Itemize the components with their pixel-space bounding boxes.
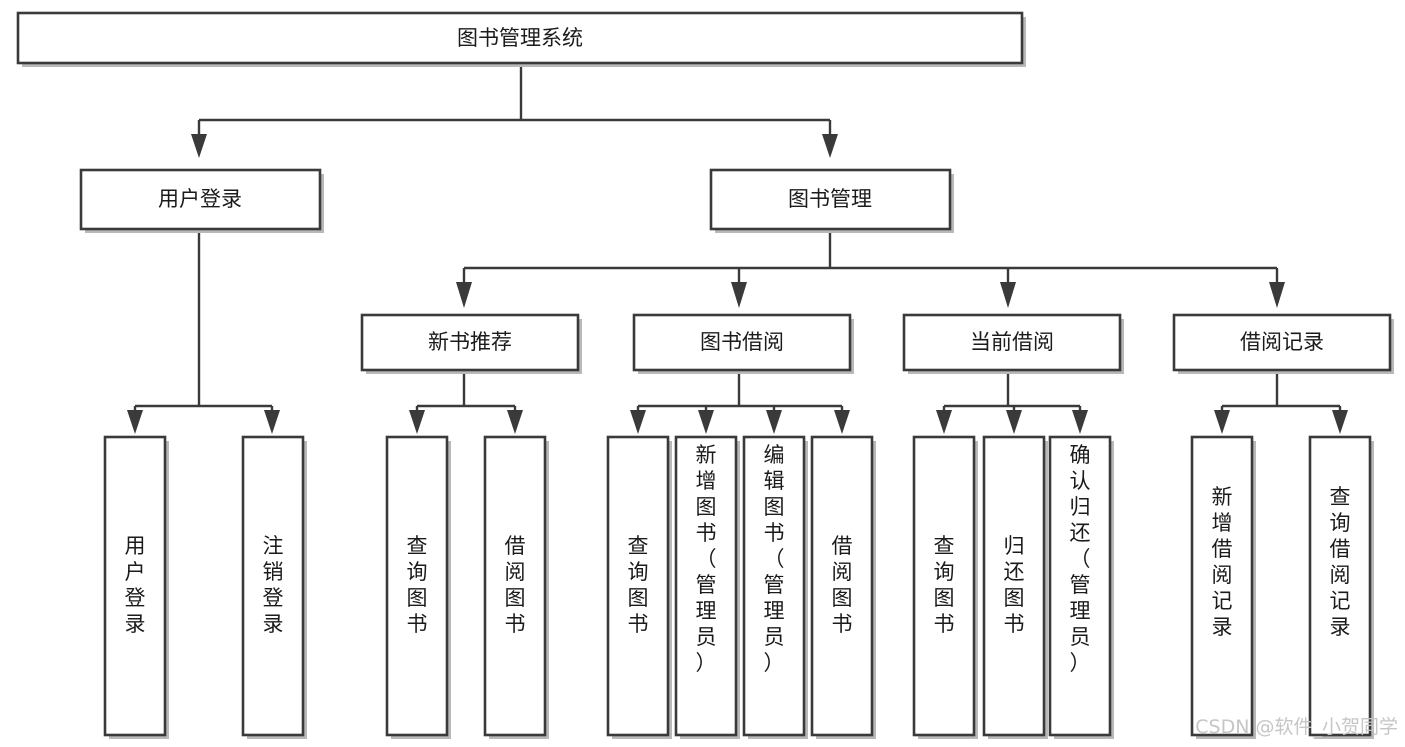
node-bookmgmt[interactable]: 图书管理 (709, 168, 954, 233)
arrow-to-bw-borrow (834, 410, 850, 434)
arrow-to-borrow (731, 282, 747, 308)
node-leaf-bw-query-label: 查询图书 (628, 534, 649, 636)
node-leaf-user-logout-label: 注销登录 (263, 534, 284, 636)
node-login[interactable]: 用户登录 (79, 168, 324, 233)
node-records-label: 借阅记录 (1240, 330, 1324, 354)
arrow-to-rec-query (1332, 410, 1348, 434)
node-leaf-bw-add-label: 新增图书（管理员） (696, 443, 717, 675)
node-leaf-bw-add[interactable]: 新增图书（管理员） (674, 435, 740, 739)
node-root-box (16, 11, 1024, 65)
node-leaf-user-logout[interactable]: 注销登录 (241, 435, 307, 739)
node-leaf-rec-add[interactable]: 新增借阅记录 (1190, 435, 1256, 739)
node-current-label: 当前借阅 (970, 330, 1054, 354)
arrow-to-cur-return (1006, 410, 1022, 434)
arrow-to-nb-query (409, 410, 425, 434)
node-root[interactable]: 图书管理系统 (16, 11, 1026, 67)
node-leaf-user-login[interactable]: 用户登录 (103, 435, 169, 739)
node-borrow[interactable]: 图书借阅 (632, 313, 854, 374)
node-bookmgmt-label: 图书管理 (788, 187, 872, 211)
node-login-box (79, 168, 322, 231)
node-leaf-rec-query-label: 查询借阅记录 (1330, 485, 1351, 639)
node-records[interactable]: 借阅记录 (1172, 313, 1394, 374)
arrow-to-cur-confirm (1072, 410, 1088, 434)
node-leaf-bw-borrow[interactable]: 借阅图书 (810, 435, 876, 739)
node-leaf-user-login-label: 用户登录 (125, 534, 146, 636)
node-leaf-user-login-box (103, 435, 167, 737)
node-leaf-nb-query-box (385, 435, 449, 737)
edge-group-bookmgmt-to-level3 (456, 233, 1285, 308)
edge-group-records-to-leaves (1214, 374, 1348, 434)
node-leaf-bw-edit-label: 编辑图书（管理员） (764, 443, 785, 675)
node-current[interactable]: 当前借阅 (902, 313, 1124, 374)
node-records-box (1172, 313, 1392, 372)
node-leaf-bw-borrow-label: 借阅图书 (832, 534, 853, 636)
node-leaf-rec-add-label: 新增借阅记录 (1212, 485, 1233, 639)
node-leaf-rec-add-box (1190, 435, 1254, 737)
node-leaf-bw-edit-box (742, 435, 806, 737)
node-leaf-bw-query[interactable]: 查询图书 (606, 435, 672, 739)
node-borrow-box (632, 313, 852, 372)
edge-group-borrow-to-leaves (630, 374, 850, 434)
arrow-to-rec-add (1214, 410, 1230, 434)
arrow-to-bw-query (630, 410, 646, 434)
node-leaf-cur-confirm[interactable]: 确认归还（管理员） (1048, 435, 1114, 739)
edge-group-current-to-leaves (936, 374, 1088, 434)
node-newbook-label: 新书推荐 (428, 330, 512, 354)
node-leaf-cur-return-label: 归还图书 (1004, 534, 1025, 636)
node-leaf-nb-borrow[interactable]: 借阅图书 (483, 435, 549, 739)
arrow-to-bw-edit (766, 410, 782, 434)
node-current-box (902, 313, 1122, 372)
arrow-to-current (1000, 282, 1016, 308)
node-leaf-nb-borrow-label: 借阅图书 (505, 534, 526, 636)
node-leaf-nb-query[interactable]: 查询图书 (385, 435, 451, 739)
node-leaf-cur-query-box (912, 435, 976, 737)
node-newbook-box (360, 313, 580, 372)
csdn-watermark: CSDN @软件_小贺同学 (1195, 716, 1398, 738)
node-leaf-rec-query-box (1308, 435, 1372, 737)
node-leaf-user-logout-box (241, 435, 305, 737)
node-leaf-rec-query[interactable]: 查询借阅记录 (1308, 435, 1374, 739)
arrow-to-login (191, 134, 207, 158)
node-leaf-nb-query-label: 查询图书 (407, 534, 428, 636)
arrow-to-nb-borrow (507, 410, 523, 434)
node-login-label: 用户登录 (158, 187, 242, 211)
node-root-label: 图书管理系统 (457, 26, 583, 50)
node-newbook[interactable]: 新书推荐 (360, 313, 582, 374)
arrow-to-bookmgmt (822, 134, 838, 158)
node-leaf-bw-query-box (606, 435, 670, 737)
node-leaf-cur-query[interactable]: 查询图书 (912, 435, 978, 739)
node-leaf-cur-return-box (982, 435, 1046, 737)
edge-group-root-to-level2 (191, 66, 838, 158)
node-leaf-bw-edit[interactable]: 编辑图书（管理员） (742, 435, 808, 739)
arrow-to-user-logout (264, 410, 280, 434)
node-leaf-nb-borrow-box (483, 435, 547, 737)
arrow-to-cur-query (936, 410, 952, 434)
edge-group-newbook-to-leaves (409, 374, 523, 434)
edge-group-login-to-leaves (127, 233, 280, 434)
node-bookmgmt-box (709, 168, 952, 231)
node-leaf-bw-borrow-box (810, 435, 874, 737)
node-leaf-bw-add-box (674, 435, 738, 737)
arrow-to-bw-add (698, 410, 714, 434)
arrow-to-user-login (127, 410, 143, 434)
node-borrow-label: 图书借阅 (700, 330, 784, 354)
node-leaf-cur-return[interactable]: 归还图书 (982, 435, 1048, 739)
node-leaf-cur-confirm-label: 确认归还（管理员） (1070, 443, 1091, 675)
arrow-to-newbook (456, 282, 472, 308)
arrow-to-records (1269, 282, 1285, 308)
node-leaf-cur-confirm-box (1048, 435, 1112, 737)
node-leaf-cur-query-label: 查询图书 (934, 534, 955, 636)
